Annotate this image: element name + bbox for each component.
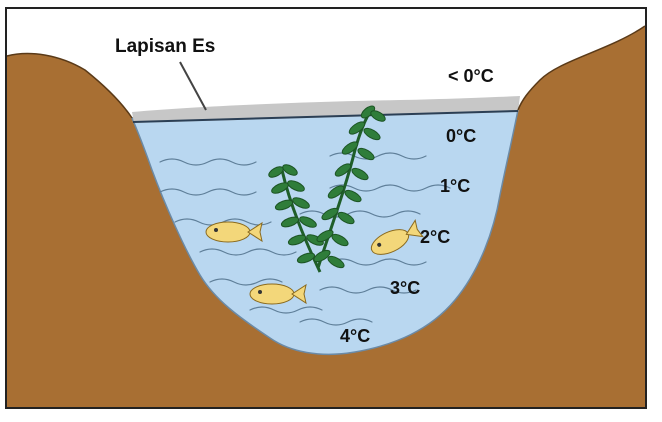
ice-layer <box>132 96 520 123</box>
temperature-label-3: 3°C <box>390 278 420 298</box>
right-bank-edge <box>517 25 646 111</box>
water-plant <box>268 105 386 273</box>
ice-label-pointer <box>179 61 207 111</box>
fish-left <box>205 221 263 243</box>
sky <box>7 9 645 118</box>
ice-layer-label: Lapisan Es <box>115 36 215 57</box>
temperature-label-1: 1°C <box>440 176 470 196</box>
air-temperature-label: < 0°C <box>448 66 494 86</box>
temperature-label-2: 2°C <box>420 227 450 247</box>
temperature-label-4: 4°C <box>340 326 370 346</box>
temperature-label-0: 0°C <box>446 126 476 146</box>
fish-bottom <box>249 283 307 305</box>
ice-surface-line <box>132 110 519 123</box>
fish-right <box>370 219 424 255</box>
left-bank-edge <box>6 52 133 119</box>
